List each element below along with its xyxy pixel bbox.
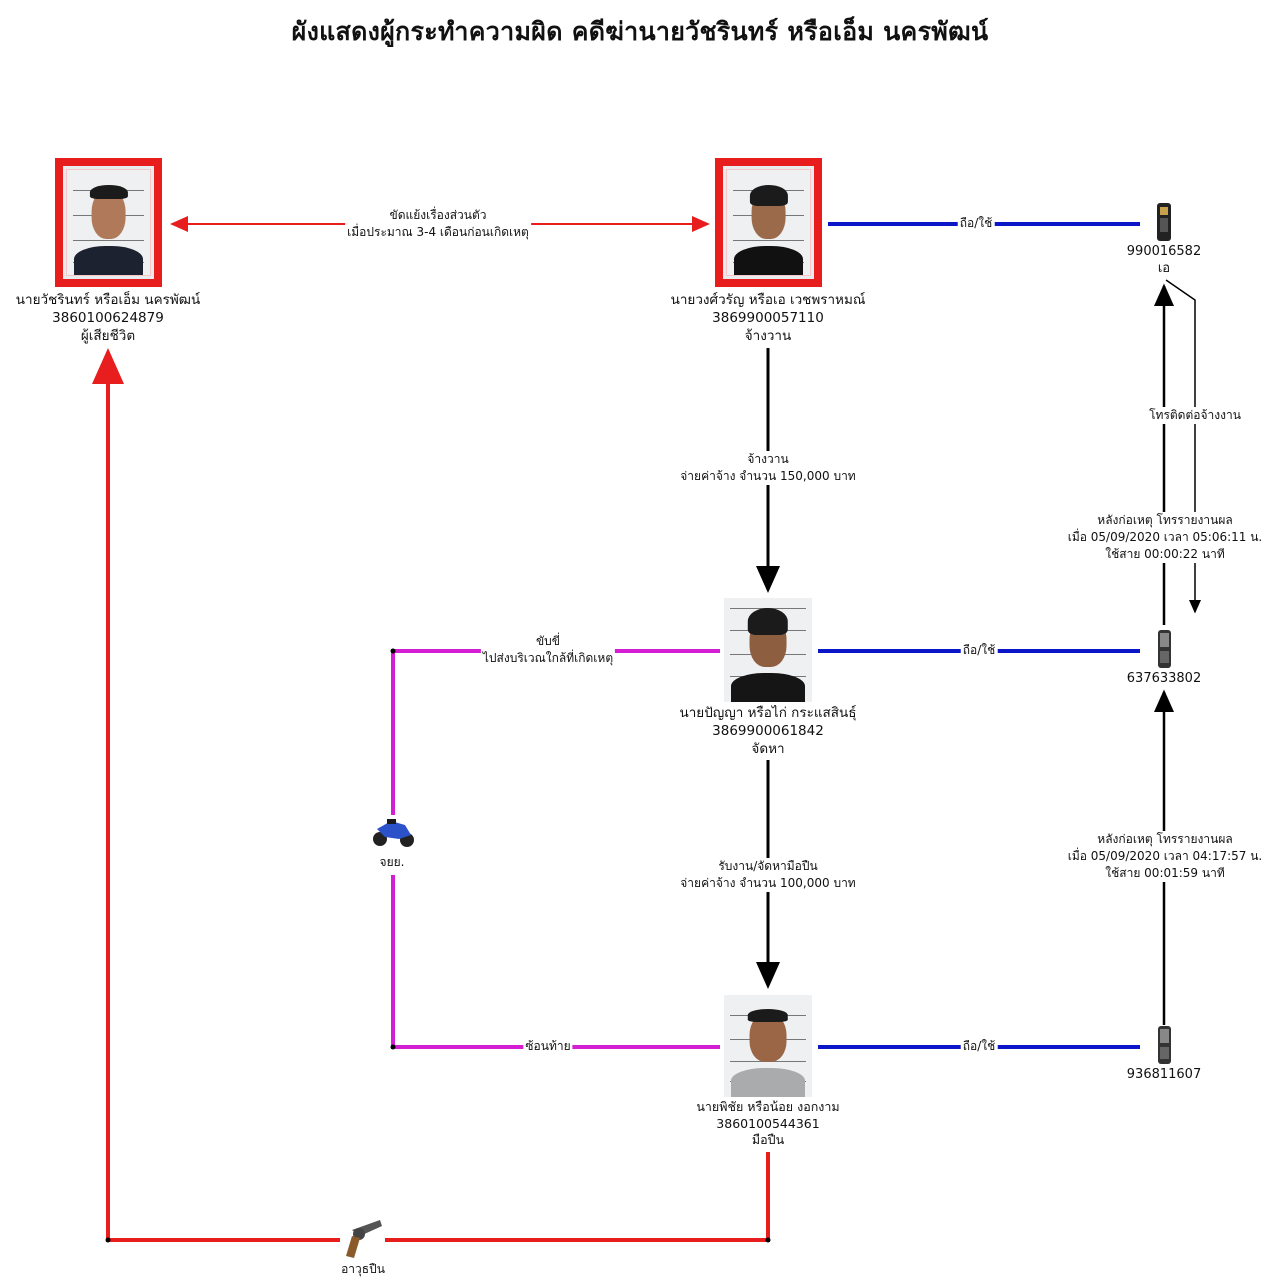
victim-photo[interactable] — [55, 158, 162, 287]
chart-title: ผังแสดงผู้กระทำความผิด คดีฆ่านายวัชรินทร… — [291, 17, 989, 46]
pillion-line — [391, 875, 720, 1049]
link-label-line: เมื่อประมาณ 3-4 เดือนก่อนเกิดเหตุ — [345, 224, 531, 241]
link-label-line: หลังก่อเหตุ โทรรายงานผล — [1065, 831, 1265, 848]
gun-label: อาวุธปืน — [341, 1262, 385, 1276]
person-role: มือปืน — [751, 1132, 785, 1147]
kill-line — [92, 348, 340, 1242]
phone-number: 637633802 — [1126, 671, 1202, 686]
mobile-phone-icon[interactable] — [1154, 1025, 1176, 1067]
person-role: ผู้เสียชีวิต — [80, 328, 136, 344]
link-label-line: ขัดแย้งเรื่องส่วนตัว — [345, 207, 531, 224]
person-id: 3869900057110 — [712, 310, 824, 326]
call-hire-line — [1165, 279, 1201, 614]
person-role: จัดหา — [751, 741, 785, 757]
ride-label: ขับขี่ ไปส่งบริเวณใกล้ที่เกิดเหตุ — [480, 633, 616, 667]
link-label-line: เมื่อ 05/09/2020 เวลา 05:06:11 น. — [1065, 529, 1265, 546]
phone-number: 936811607 — [1126, 1067, 1202, 1082]
procurer-label: นายปัญญา หรือไก่ กระแสสินธุ์ 38699000618… — [679, 704, 856, 758]
link-label-line: หลังก่อเหตุ โทรรายงานผล — [1065, 512, 1265, 529]
shooter-photo[interactable] — [724, 995, 812, 1097]
link-label-line: จ่ายค่าจ้าง จำนวน 150,000 บาท — [678, 468, 858, 485]
gun-line — [385, 1152, 770, 1242]
link-label-line: ใช้สาย 00:00:22 นาที — [1065, 546, 1265, 563]
link-label-line: จ้างวาน — [678, 451, 858, 468]
mobile-phone-icon[interactable] — [1154, 629, 1176, 671]
shooter-label: นายพิชัย หรือน้อย งอกงาม 3860100544361 ม… — [696, 1099, 839, 1149]
procurer-photo[interactable] — [724, 598, 812, 702]
person-name: นายวัชรินทร์ หรือเอ็ม นครพัฒน์ — [15, 292, 201, 308]
link-label-line: ถือ/ใช้ — [960, 1038, 998, 1055]
link-label-line: ถือ/ใช้ — [960, 642, 998, 659]
link-label-line: เมื่อ 05/09/2020 เวลา 04:17:57 น. — [1065, 848, 1265, 865]
person-name: นายพิชัย หรือน้อย งอกงาม — [696, 1099, 840, 1114]
link-label-line: ถือ/ใช้ — [957, 215, 995, 232]
phone-1-label: 990016582 เอ — [1127, 243, 1201, 277]
person-role: จ้างวาน — [744, 328, 792, 344]
person-id: 3869900061842 — [712, 723, 824, 739]
use-label-2: ถือ/ใช้ — [960, 642, 998, 659]
call-report-label-1: หลังก่อเหตุ โทรรายงานผล เมื่อ 05/09/2020… — [1065, 512, 1265, 563]
phone-2-label: 637633802 — [1127, 670, 1201, 688]
call-hire-label: โทรติดต่อจ้างงาน — [1147, 407, 1243, 424]
pillion-label: ซ้อนท้าย — [523, 1038, 573, 1055]
link-label-line: ซ้อนท้าย — [523, 1038, 573, 1055]
mobile-phone-icon[interactable] — [1154, 202, 1176, 244]
link-label-line: ไปส่งบริเวณใกล้ที่เกิดเหตุ — [480, 650, 616, 667]
call-report-label-2: หลังก่อเหตุ โทรรายงานผล เมื่อ 05/09/2020… — [1065, 831, 1265, 882]
conflict-label: ขัดแย้งเรื่องส่วนตัว เมื่อประมาณ 3-4 เดื… — [345, 207, 531, 241]
person-id: 3860100624879 — [52, 310, 164, 326]
use-label-1: ถือ/ใช้ — [957, 215, 995, 232]
link-label-line: จ่ายค่าจ้าง จำนวน 100,000 บาท — [678, 875, 858, 892]
link-label-line: โทรติดต่อจ้างงาน — [1147, 407, 1243, 424]
hire-label: จ้างวาน จ่ายค่าจ้าง จำนวน 150,000 บาท — [678, 451, 858, 485]
phone-3-label: 936811607 — [1127, 1066, 1201, 1084]
motorcycle-label: จยย. — [379, 853, 405, 871]
use-label-3: ถือ/ใช้ — [960, 1038, 998, 1055]
person-id: 3860100544361 — [716, 1115, 820, 1131]
procure-label: รับงาน/จัดหามือปืน จ่ายค่าจ้าง จำนวน 100… — [678, 858, 858, 892]
victim-label: นายวัชรินทร์ หรือเอ็ม นครพัฒน์ 386010062… — [16, 291, 200, 345]
phone-owner: เอ — [1157, 261, 1171, 276]
person-name: นายปัญญา หรือไก่ กระแสสินธุ์ — [679, 705, 857, 721]
person-name: นายวงศ์วรัญ หรือเอ เวชพราหมณ์ — [670, 292, 866, 308]
hirer-photo[interactable] — [715, 158, 822, 287]
hirer-label: นายวงศ์วรัญ หรือเอ เวชพราหมณ์ 3869900057… — [671, 291, 866, 345]
link-label-line: ขับขี่ — [480, 633, 616, 650]
link-label-line: ใช้สาย 00:01:59 นาที — [1065, 865, 1265, 882]
phone-number: 990016582 — [1126, 244, 1202, 259]
gun-icon[interactable] — [342, 1218, 386, 1260]
motorcycle-icon[interactable] — [371, 815, 415, 849]
ride-line — [391, 649, 720, 815]
link-label-line: รับงาน/จัดหามือปืน — [678, 858, 858, 875]
